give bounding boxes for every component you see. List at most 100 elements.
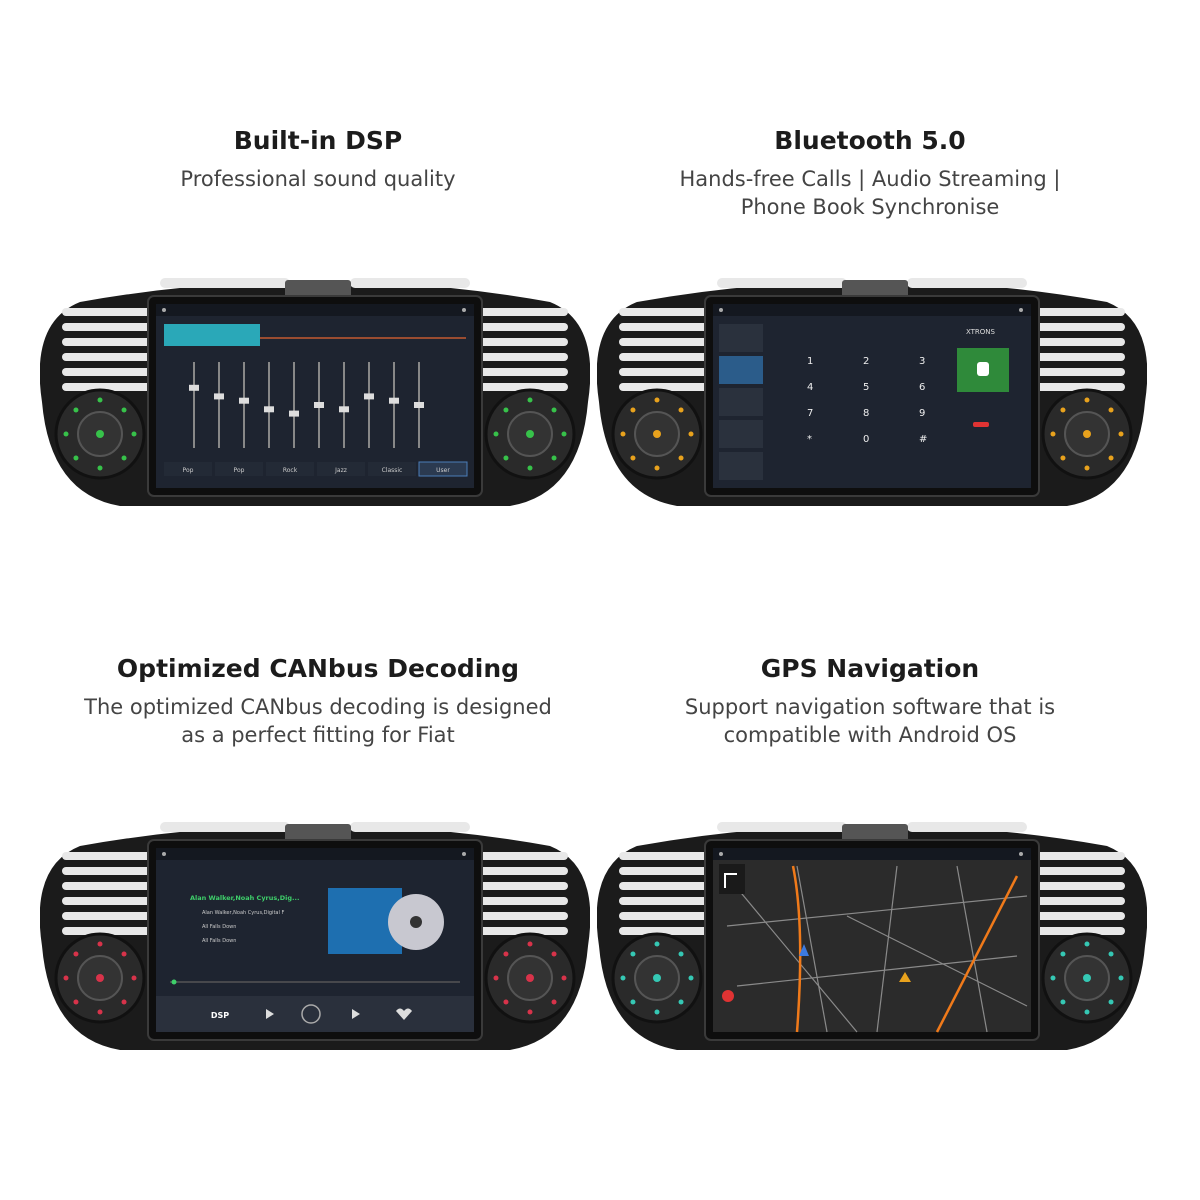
vent-slat <box>1033 882 1125 890</box>
phone-menu-item <box>719 452 763 480</box>
feature-canbus: Optimized CANbus Decoding The optimized … <box>38 654 598 749</box>
vent-slat <box>476 897 568 905</box>
knob-light <box>73 999 79 1005</box>
knob-light <box>1108 455 1114 461</box>
knob-light <box>131 975 137 981</box>
knob-light <box>678 999 684 1005</box>
next-icon <box>352 1009 360 1019</box>
vent-slat <box>619 338 711 346</box>
eq-preset-button <box>266 462 314 476</box>
vent-slat <box>62 308 154 316</box>
vent-slat <box>619 912 711 920</box>
eq-preset-label: Rock <box>283 467 298 474</box>
vent-slat <box>62 927 154 935</box>
knob-light <box>653 974 661 982</box>
vent-slat <box>619 897 711 905</box>
eq-spectrum <box>164 324 260 346</box>
knob-light <box>121 999 127 1005</box>
knob-light <box>630 951 636 957</box>
turn-indicator <box>719 864 745 894</box>
knob-light <box>1084 1009 1090 1015</box>
eq-slider-handle <box>189 384 199 391</box>
eq-preset-button <box>215 462 263 476</box>
feature-title: Optimized CANbus Decoding <box>116 654 520 683</box>
dial-key: 2 <box>863 356 869 367</box>
route-line <box>935 875 1019 1033</box>
knob-light <box>1060 951 1066 957</box>
eq-preset-button <box>164 462 212 476</box>
knob-light <box>96 430 104 438</box>
dial-key: 1 <box>807 356 813 367</box>
dsp-button: DSP <box>211 1011 229 1020</box>
phone-icon <box>977 362 989 376</box>
knob-light <box>97 941 103 947</box>
vent-slat <box>1033 353 1125 361</box>
knob-light <box>1050 975 1056 981</box>
vent-slat <box>1033 867 1125 875</box>
dial-key: 0 <box>863 434 869 445</box>
knob-light <box>1108 999 1114 1005</box>
vent-slat <box>619 353 711 361</box>
knob-light <box>551 407 557 413</box>
vent-slat <box>1033 308 1125 316</box>
knob-light <box>1084 941 1090 947</box>
knob-light <box>630 999 636 1005</box>
vent-slat <box>619 368 711 376</box>
feature-title: Built-in DSP <box>233 126 403 155</box>
map-road <box>726 875 858 1033</box>
knob-light <box>1083 430 1091 438</box>
knob-light <box>73 951 79 957</box>
vent-slat <box>476 882 568 890</box>
vent-slat <box>476 927 568 935</box>
warning-icon <box>899 972 911 982</box>
feature-title: Bluetooth 5.0 <box>774 126 966 155</box>
home-icon <box>162 852 166 856</box>
vent-slat <box>476 338 568 346</box>
feature-dsp: Built-in DSP Professional sound quality <box>38 126 598 193</box>
knob-light <box>493 975 499 981</box>
home-icon <box>162 308 166 312</box>
home-icon <box>719 308 723 312</box>
knob-light <box>551 455 557 461</box>
vent-slat <box>907 278 1027 288</box>
turn-right-icon <box>724 873 737 888</box>
feature-subtitle: The optimized CANbus decoding is designe… <box>84 695 552 747</box>
vent-slat <box>1033 323 1125 331</box>
knob-light <box>561 431 567 437</box>
vent-slat <box>476 867 568 875</box>
dial-key: 8 <box>863 408 869 419</box>
knob-light <box>503 407 509 413</box>
vent-slat <box>160 822 290 832</box>
status-bar <box>156 848 474 860</box>
knob-light <box>526 430 534 438</box>
vent-slat <box>619 383 711 391</box>
vent-slat <box>476 852 568 860</box>
vent-slat <box>160 278 290 288</box>
navigation-arrow-icon <box>799 944 809 956</box>
vent-slat <box>62 867 154 875</box>
knob-light <box>527 397 533 403</box>
knob-light <box>1118 431 1124 437</box>
knob-light <box>561 975 567 981</box>
knob-light <box>654 1009 660 1015</box>
speed-limit-icon <box>722 990 734 1002</box>
eq-slider-handle <box>364 393 374 400</box>
knob-light <box>1084 465 1090 471</box>
knob-light <box>131 431 137 437</box>
previous-icon <box>266 1009 274 1019</box>
knob-light <box>654 941 660 947</box>
vent-slat <box>619 927 711 935</box>
phone-menu-item <box>719 356 763 384</box>
vent-slat <box>1033 927 1125 935</box>
vent-slat <box>1033 383 1125 391</box>
vent-slat <box>350 278 470 288</box>
top-vent-cover <box>842 824 908 842</box>
knob-light <box>503 951 509 957</box>
vent-slat <box>62 323 154 331</box>
knob-light <box>630 407 636 413</box>
head-unit-gps <box>597 822 1147 1050</box>
phone-menu-item <box>719 388 763 416</box>
